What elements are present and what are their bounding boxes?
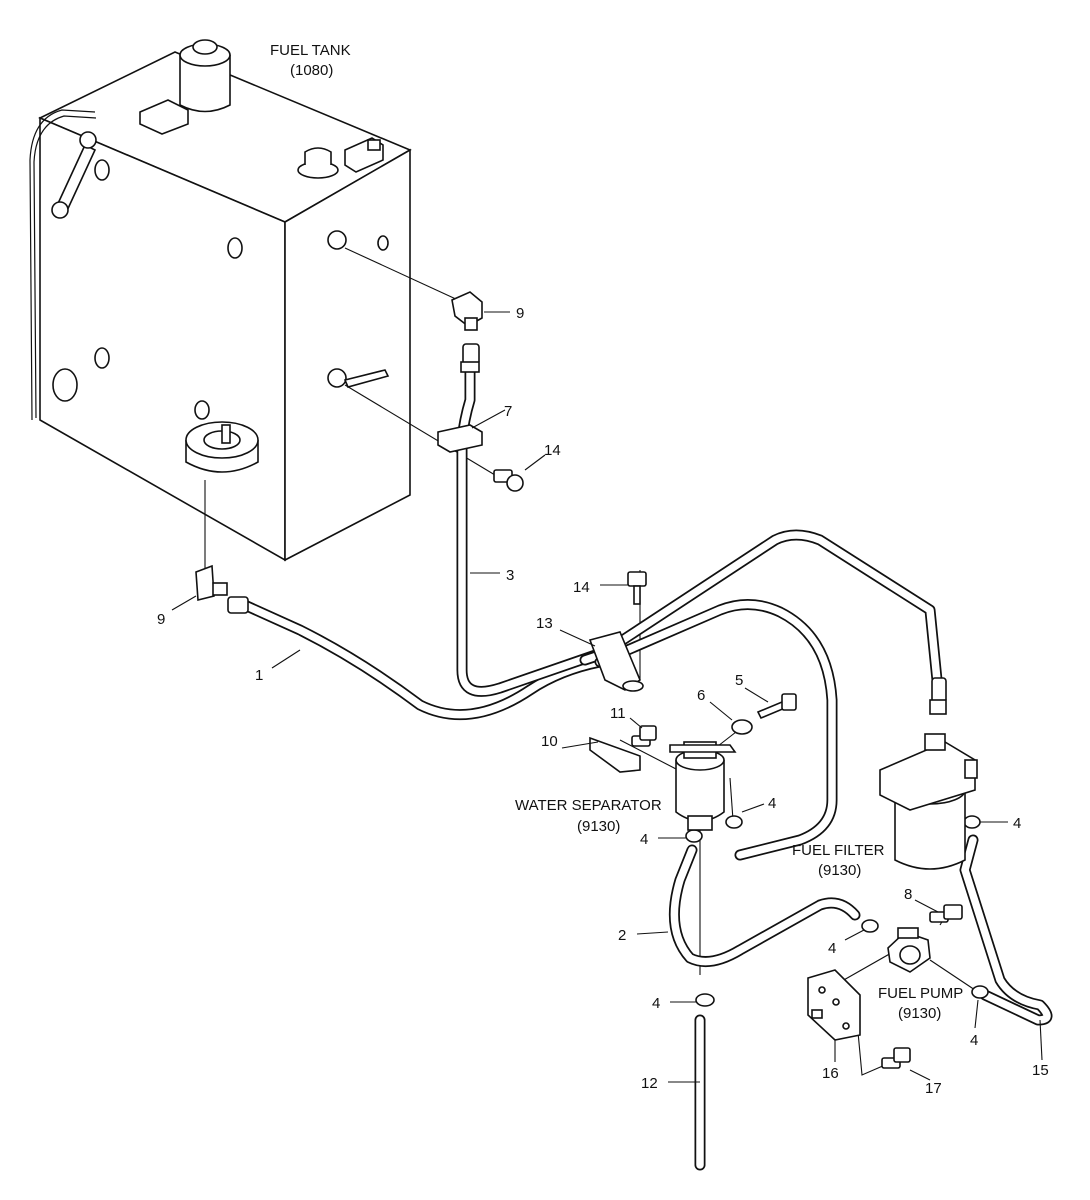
bolt-5 (756, 693, 797, 720)
callout-4f: 4 (970, 1032, 978, 1049)
callout-4d: 4 (828, 940, 836, 957)
bolt-14-upper (493, 469, 524, 492)
fuel-lines (232, 354, 1053, 1171)
callout-8: 8 (904, 886, 912, 903)
callout-9a: 9 (516, 305, 524, 322)
callout-11: 11 (610, 705, 626, 722)
water-separator (669, 741, 737, 831)
water-separator-code: (9130) (577, 818, 620, 835)
fuel-pump-label: FUEL PUMP (878, 985, 963, 1002)
fuel-tank (29, 39, 412, 562)
fittings (195, 291, 989, 1069)
fuel-filter-label: FUEL FILTER (792, 842, 885, 859)
fitting-8 (929, 904, 963, 923)
fuel-pump-code: (9130) (898, 1005, 941, 1022)
callout-4a: 4 (768, 795, 776, 812)
fuel-tank-label: FUEL TANK (270, 42, 351, 59)
callout-10: 10 (541, 733, 558, 750)
callout-13: 13 (536, 615, 553, 632)
fuel-filter-code: (9130) (818, 862, 861, 879)
elbow-fitting-lower (195, 564, 228, 602)
callout-4e: 4 (652, 995, 660, 1012)
callout-1: 1 (255, 667, 263, 684)
callout-16: 16 (822, 1065, 839, 1082)
fuel-tank-code: (1080) (290, 62, 333, 79)
bolt-11 (631, 725, 657, 747)
mounting-plate (807, 969, 861, 1041)
callout-4b: 4 (640, 831, 648, 848)
bolt-14-middle (627, 571, 647, 605)
fuel-pump (887, 927, 931, 973)
callout-14a: 14 (544, 442, 561, 459)
filler-cap (179, 39, 231, 113)
component-labels: FUEL TANK (1080) WATER SEPARATOR (9130) … (270, 42, 963, 1022)
drain-port (185, 421, 259, 473)
callout-2: 2 (618, 927, 626, 944)
pipe-clamp (588, 631, 644, 692)
bolt-17 (881, 1047, 911, 1069)
callout-numbers: 1 2 3 4 4 4 4 4 4 5 6 7 8 9 9 10 11 12 1… (157, 305, 1049, 1097)
callout-4c: 4 (1013, 815, 1021, 832)
callout-15: 15 (1032, 1062, 1049, 1079)
callout-14b: 14 (573, 579, 590, 596)
callout-17: 17 (925, 1080, 942, 1097)
callout-5: 5 (735, 672, 743, 689)
fuel-filter (879, 733, 978, 870)
elbow-fitting-upper (451, 291, 483, 331)
callout-leaders (171, 311, 1043, 1083)
callout-12: 12 (641, 1075, 658, 1092)
callout-7: 7 (504, 403, 512, 420)
callout-6: 6 (697, 687, 705, 704)
callout-9b: 9 (157, 611, 165, 628)
callout-3: 3 (506, 567, 514, 584)
water-separator-label: WATER SEPARATOR (515, 797, 662, 814)
